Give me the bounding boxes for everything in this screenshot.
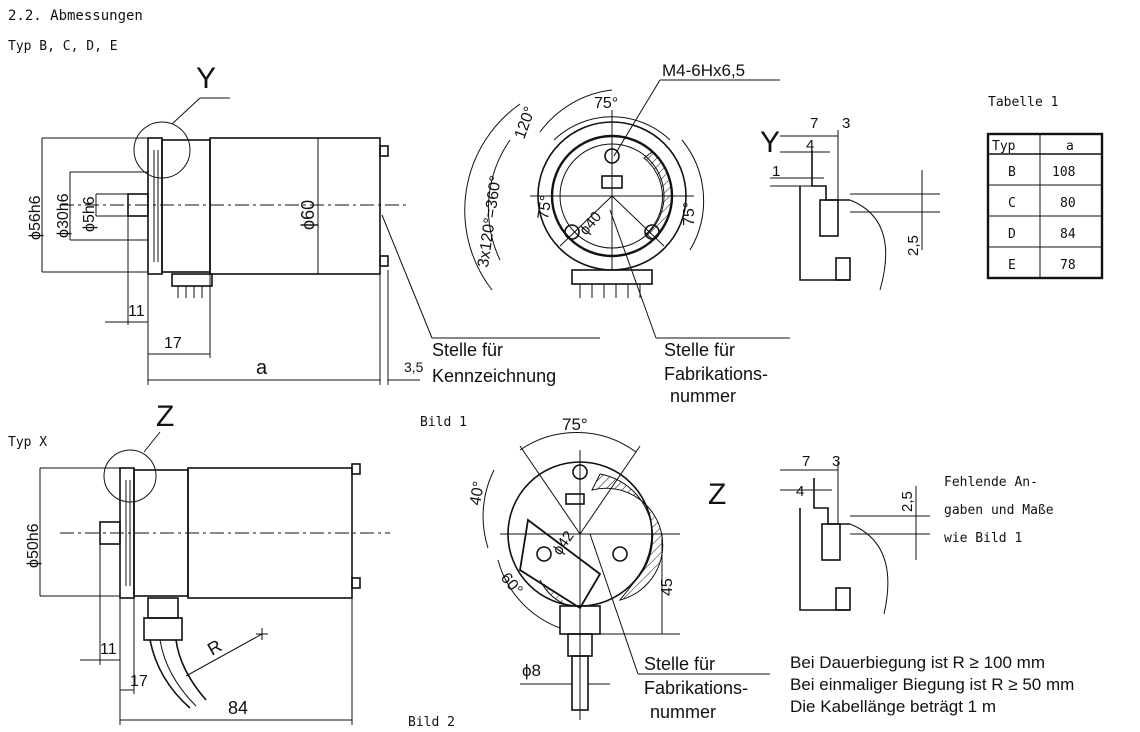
subtitle-typ-bcde: Typ B, C, D, E xyxy=(8,39,118,54)
fig1-d-shaft: ϕ5h6 xyxy=(81,196,98,232)
fig1-dim-11: 11 xyxy=(128,303,145,320)
table-cell: 108 xyxy=(1052,165,1075,180)
fig2-detail-z-title: Z xyxy=(708,478,726,511)
table-cell: 80 xyxy=(1060,196,1076,211)
fig1-note-marking-1: Stelle für xyxy=(432,340,503,360)
fig1-detail-dim-7: 7 xyxy=(810,115,818,132)
fig1-note-fab-3: nummer xyxy=(670,386,736,406)
fig1-note-marking-2: Kennzeichnung xyxy=(432,366,556,386)
fig2-dim-17: 17 xyxy=(130,673,148,690)
bend-note-2: Bei einmaliger Biegung ist R ≥ 50 mm xyxy=(790,675,1074,694)
fig2-dim-45: 45 xyxy=(659,578,676,596)
fig2-angle-60: 60° xyxy=(497,570,526,599)
fig1-detail-dim-25: 2,5 xyxy=(905,235,922,256)
fig1-angle-75-top: 75° xyxy=(594,95,618,112)
fig2-detail-z-label: Z xyxy=(156,400,174,433)
bend-note-3: Die Kabellänge beträgt 1 m xyxy=(790,697,996,716)
fig1-detail-y-label: Y xyxy=(196,62,216,95)
fig1-detail-y xyxy=(770,130,940,291)
fig2-caption: Bild 2 xyxy=(408,715,455,730)
table-cell: 78 xyxy=(1060,258,1076,273)
fig2-detail-dim-3: 3 xyxy=(832,453,840,470)
fig1-angle-75-left: 75° xyxy=(535,194,555,220)
subtitle-typ-x: Typ X xyxy=(8,435,47,450)
fig1-d-outer: ϕ56h6 xyxy=(27,195,44,240)
section-title: 2.2. Abmessungen xyxy=(8,8,143,24)
table-1: Tabelle 1 Typ a B 108 C 80 D 84 E 78 xyxy=(986,95,1104,280)
fig1-side-view xyxy=(41,97,600,385)
fig1-dim-17: 17 xyxy=(164,335,182,352)
fig2-d-8: ϕ8 xyxy=(522,661,541,680)
fig1-d-body: ϕ60 xyxy=(298,200,318,230)
fig1-angle-75-right: 75° xyxy=(681,202,698,226)
fig1-caption: Bild 1 xyxy=(420,415,467,430)
fig2-front-view xyxy=(482,431,770,720)
fig2-detail-z xyxy=(780,462,930,615)
table-title: Tabelle 1 xyxy=(988,95,1058,110)
table-cell: B xyxy=(1008,165,1016,180)
fig1-detail-dim-4: 4 xyxy=(806,137,814,154)
fig2-detail-dim-25: 2,5 xyxy=(899,491,916,512)
fig1-angle-120: 120° xyxy=(512,104,539,141)
table-cell: D xyxy=(1008,227,1016,242)
bend-note-1: Bei Dauerbiegung ist R ≥ 100 mm xyxy=(790,653,1045,672)
table-cell: 84 xyxy=(1060,227,1076,242)
missing-note-line-1: Fehlende An- xyxy=(944,475,1038,490)
table-cell: C xyxy=(1008,196,1016,211)
fig1-detail-y-title: Y xyxy=(760,126,780,159)
missing-note-line-2: gaben und Maße xyxy=(944,503,1054,518)
fig2-dim-84: 84 xyxy=(228,698,248,718)
fig2-dim-11: 11 xyxy=(100,641,117,658)
fig2-note-fab-2: Fabrikations- xyxy=(644,678,748,698)
fig2-side-view xyxy=(39,431,390,725)
fig1-dim-35: 3,5 xyxy=(404,359,424,375)
fig2-d-outer: ϕ50h6 xyxy=(25,523,42,568)
fig1-d-40: ϕ40 xyxy=(576,208,605,238)
table-header-a: a xyxy=(1066,139,1074,154)
fig1-note-fab-1: Stelle für xyxy=(664,340,735,360)
fig2-angle-40: 40° xyxy=(467,480,488,507)
fig2-note-fab-3: nummer xyxy=(650,702,716,722)
fig1-angle-3x: 3x120°=360° xyxy=(475,175,505,269)
fig1-front-view xyxy=(464,79,790,339)
fig2-note-fab-1: Stelle für xyxy=(644,654,715,674)
fig2-angle-75: 75° xyxy=(562,415,588,434)
table-cell: E xyxy=(1008,258,1016,273)
fig1-dim-a: a xyxy=(256,357,268,379)
fig1-note-fab-2: Fabrikations- xyxy=(664,364,768,384)
table-header-typ: Typ xyxy=(992,139,1016,154)
fig1-d-mid: ϕ30h6 xyxy=(55,193,72,238)
fig1-detail-dim-3: 3 xyxy=(842,115,850,132)
missing-note-line-3: wie Bild 1 xyxy=(944,531,1022,546)
fig1-thread: M4-6Hx6,5 xyxy=(662,61,745,80)
fig1-detail-dim-1: 1 xyxy=(772,163,780,180)
fig2-detail-dim-4: 4 xyxy=(796,483,804,500)
fig2-detail-dim-7: 7 xyxy=(802,453,810,470)
